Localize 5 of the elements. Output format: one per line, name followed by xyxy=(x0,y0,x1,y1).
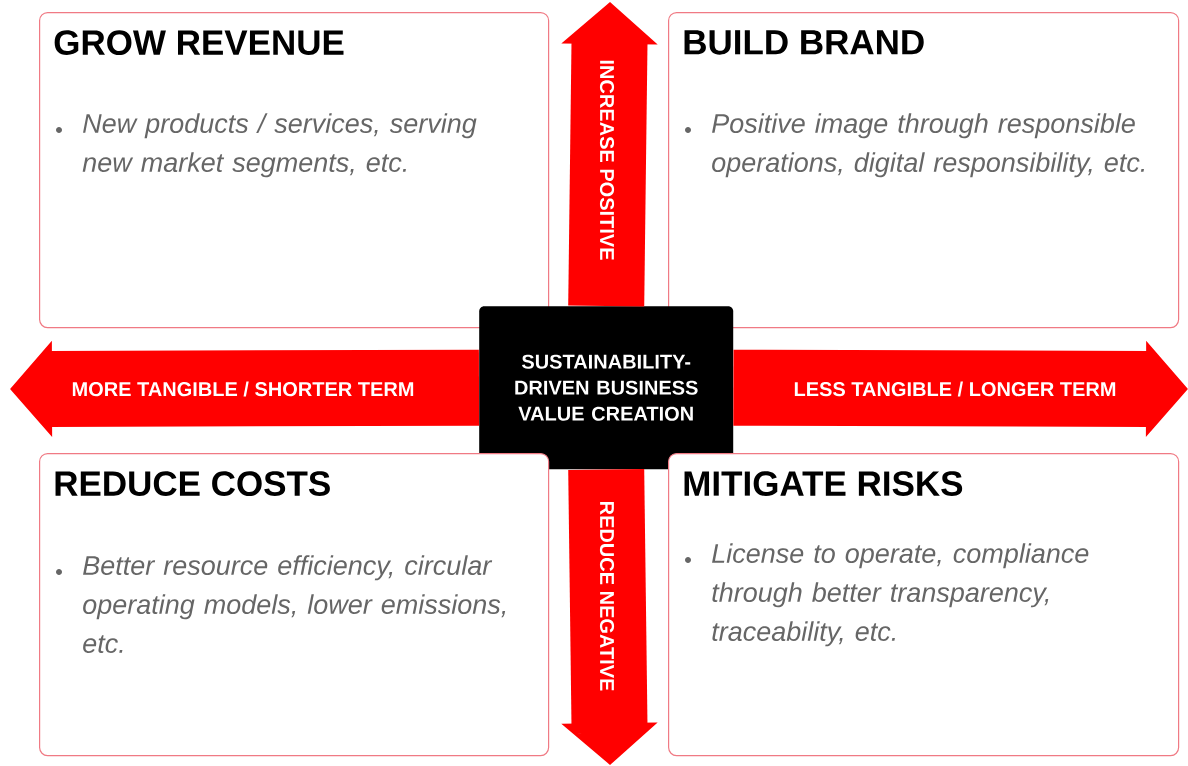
quadrant-box: MITIGATE RISKS License to operate, compliance through better transparency, traceability, etc. xyxy=(668,453,1180,757)
quadrant-box: REDUCE COSTS Better resource efficiency, circular operating models, lower emissions, etc. xyxy=(39,453,550,757)
quadrant-box: GROW REVENUE New products / services, serving new market segments, etc. xyxy=(39,12,550,329)
center-box: SUSTAINABILITY-DRIVEN BUSINESS VALUE CREATION xyxy=(479,306,734,470)
quadrant-box: BUILD BRAND Positive image through responsible operations, digital responsibility, etc. xyxy=(668,12,1180,329)
